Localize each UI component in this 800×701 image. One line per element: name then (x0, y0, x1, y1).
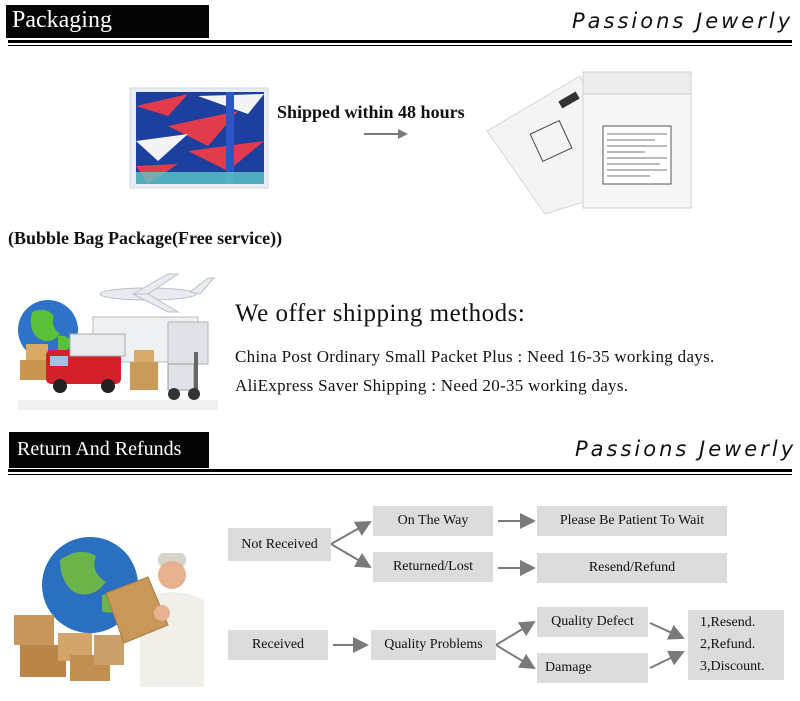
returns-header-text: Return And Refunds (17, 438, 182, 460)
delivery-man-image (14, 537, 204, 687)
packaging-header: Packaging (6, 5, 209, 38)
returns-divider-thin (8, 474, 792, 475)
bubble-mailer-image (486, 71, 692, 215)
not-received-label: Not Received (241, 536, 318, 552)
shipping-method-aliexpress: AliExpress Saver Shipping : Need 20-35 w… (235, 376, 629, 395)
quality-defect-box: Quality Defect (537, 607, 648, 637)
shipping-vehicles-image (18, 273, 218, 410)
resend-refund-label: Resend/Refund (588, 560, 676, 575)
on-the-way-label: On The Way (397, 513, 469, 528)
packaging-brand: Passions Jewerly (572, 9, 794, 33)
shipped-within-text: Shipped within 48 hours (277, 102, 465, 122)
quality-problems-box: Quality Problems (371, 630, 496, 660)
bubble-bag-text: (Bubble Bag Package(Free service)) (8, 228, 283, 248)
arrow-right-icon (364, 129, 408, 139)
on-the-way-box: On The Way (373, 506, 493, 536)
shipping-method-china-post: China Post Ordinary Small Packet Plus : … (235, 347, 715, 366)
returned-lost-box: Returned/Lost (373, 552, 493, 582)
option-discount: 3,Discount. (700, 659, 765, 674)
quality-problems-label: Quality Problems (384, 637, 483, 652)
option-refund: 2,Refund. (700, 637, 756, 652)
packaging-divider (8, 40, 792, 43)
returned-lost-label: Returned/Lost (392, 559, 474, 574)
resolution-options-box: 1,Resend. 2,Refund. 3,Discount. (688, 610, 784, 680)
not-received-box: Not Received (228, 528, 331, 561)
please-wait-label: Please Be Patient To Wait (559, 513, 705, 528)
packaging-header-text: Packaging (12, 7, 112, 33)
please-wait-box: Please Be Patient To Wait (537, 506, 727, 536)
returns-brand: Passions Jewerly (575, 437, 797, 461)
resend-refund-box: Resend/Refund (537, 553, 727, 583)
returns-divider (8, 469, 792, 472)
received-box: Received (228, 630, 328, 660)
shipping-methods-title: We offer shipping methods: (235, 300, 526, 327)
scarf-package-image (129, 87, 269, 189)
received-label: Received (251, 637, 305, 652)
option-resend: 1,Resend. (700, 615, 756, 630)
packaging-divider-thin (8, 45, 792, 46)
damage-box: Damage (537, 653, 648, 683)
quality-defect-label: Quality Defect (551, 614, 634, 629)
returns-header: Return And Refunds (9, 432, 209, 468)
damage-label: Damage (545, 660, 592, 675)
